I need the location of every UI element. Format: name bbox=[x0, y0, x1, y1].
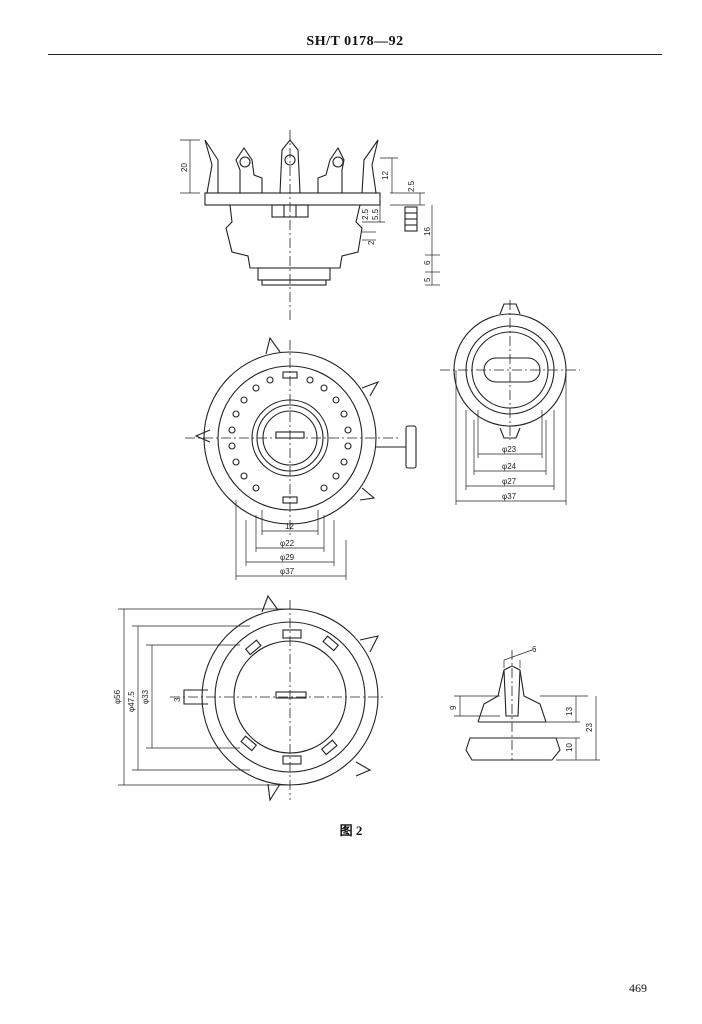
top-dim-phi29: φ29 bbox=[280, 553, 295, 562]
detail-dim-6: 6 bbox=[532, 645, 537, 654]
top-dim-12: 12 bbox=[285, 522, 294, 531]
bottom-dim-phi47-5: φ47.5 bbox=[127, 691, 136, 712]
side-dim-16: 16 bbox=[423, 227, 432, 236]
small-dim-phi24: φ24 bbox=[502, 462, 517, 471]
detail-dim-10: 10 bbox=[565, 743, 574, 752]
bottom-view bbox=[118, 594, 385, 802]
side-view bbox=[180, 130, 440, 320]
side-dim-2: 2 bbox=[367, 240, 376, 245]
header-rule bbox=[48, 54, 662, 55]
side-dim-5: 5 bbox=[423, 277, 432, 282]
small-dim-phi27: φ27 bbox=[502, 477, 517, 486]
page-number: 469 bbox=[629, 981, 647, 995]
top-view bbox=[185, 336, 417, 580]
bottom-dim-phi33: φ33 bbox=[141, 689, 150, 704]
detail-view bbox=[454, 649, 600, 761]
standard-code: SH/T 0178—92 bbox=[306, 34, 404, 49]
detail-dim-9: 9 bbox=[449, 705, 458, 710]
side-dim-5-5: 5.5 bbox=[371, 208, 380, 220]
small-dim-phi37: φ37 bbox=[502, 492, 517, 501]
side-dim-2-5a: 2.5 bbox=[407, 180, 416, 192]
top-dim-phi22: φ22 bbox=[280, 539, 295, 548]
bottom-dim-phi56: φ56 bbox=[113, 689, 122, 704]
side-dim-12: 12 bbox=[381, 171, 390, 180]
detail-dim-23: 23 bbox=[585, 723, 594, 732]
bottom-dim-3: 3 bbox=[173, 697, 182, 702]
side-dim-2-5b: 2.5 bbox=[361, 208, 370, 220]
side-dim-20: 20 bbox=[180, 163, 189, 172]
figure-caption: 图 2 bbox=[339, 823, 363, 838]
small-dim-phi23: φ23 bbox=[502, 445, 517, 454]
top-dim-phi37: φ37 bbox=[280, 567, 295, 576]
page-header: SH/T 0178—92 bbox=[48, 30, 662, 58]
side-dim-6: 6 bbox=[423, 260, 432, 265]
detail-dim-13: 13 bbox=[565, 707, 574, 716]
small-view bbox=[440, 300, 580, 505]
